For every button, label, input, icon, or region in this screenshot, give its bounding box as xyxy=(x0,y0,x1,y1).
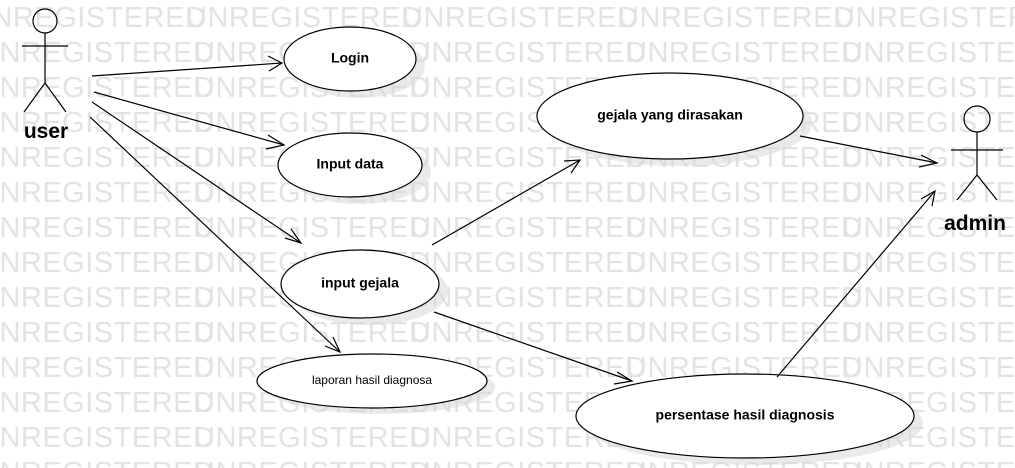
assoc-gejala-to-dirasakan xyxy=(431,159,581,246)
actor-admin-label: admin xyxy=(944,212,1006,235)
watermark-text: UNREGISTERED xyxy=(842,142,1015,174)
use-case-persentase-hasil-diagnosis[interactable]: persentase hasil diagnosis xyxy=(575,373,923,465)
watermark-text: UNREGISTERED xyxy=(194,107,430,139)
stick-figure-icon xyxy=(951,105,1003,201)
use-case-laporan-hasil-diagnosa[interactable]: laporan hasil diagnosa xyxy=(256,353,495,414)
watermark-text: UNREGISTERED xyxy=(0,37,214,69)
assoc-user-login xyxy=(91,62,283,77)
actor-admin[interactable]: admin xyxy=(944,105,1006,235)
stick-figure-icon xyxy=(22,8,68,113)
assoc-user-input-gejala xyxy=(91,101,302,244)
watermark-text: UNREGISTERED xyxy=(626,37,862,69)
watermark-text: UNREGISTERED xyxy=(410,177,646,209)
watermark-text: UNREGISTERED xyxy=(842,247,1015,279)
arrowhead-laporan xyxy=(324,336,342,354)
use-case-gejala-dirasakan-label: gejala yang dirasakan xyxy=(597,107,743,123)
watermark-text: UNREGISTERED xyxy=(410,317,646,349)
watermark-text: UNREGISTERED xyxy=(842,457,1015,468)
watermark-text: UNREGISTERED xyxy=(0,282,214,314)
watermark-text: UNREGISTERED xyxy=(0,352,214,384)
watermark-text: UNREGISTERED xyxy=(0,177,214,209)
arrowhead-persentase xyxy=(613,371,634,385)
watermark-text: UNREGISTERED xyxy=(410,457,646,468)
watermark-text: UNREGISTERED xyxy=(410,282,646,314)
watermark-text: UNREGISTERED xyxy=(194,457,430,468)
watermark-text: UNREGISTERED xyxy=(842,212,1015,244)
use-case-laporan-label: laporan hasil diagnosa xyxy=(312,373,432,387)
watermark-text: UNREGISTERED xyxy=(410,37,646,69)
watermark-text: UNREGISTERED xyxy=(0,387,214,419)
watermark-text: UNREGISTERED xyxy=(626,177,862,209)
watermark-text: UNREGISTERED xyxy=(626,247,862,279)
use-case-gejala-yang-dirasakan[interactable]: gejala yang dirasakan xyxy=(536,72,812,166)
watermark-text: UNREGISTERED xyxy=(842,37,1015,69)
watermark-text: UNREGISTERED xyxy=(0,422,214,454)
assoc-persentase-to-admin xyxy=(776,190,936,378)
associations xyxy=(89,55,939,385)
use-case-login-label: Login xyxy=(331,50,369,66)
watermark-text: UNREGISTERED xyxy=(0,2,206,34)
arrowhead-input-data xyxy=(265,134,286,150)
watermark-text: UNREGISTERED xyxy=(842,107,1015,139)
use-case-input-gejala-label: input gejala xyxy=(321,275,399,291)
watermark-text: UNREGISTERED xyxy=(0,247,214,279)
assoc-user-laporan xyxy=(89,116,341,353)
watermark-text: UNREGISTERED xyxy=(834,2,1015,34)
watermark-text: UNREGISTERED xyxy=(0,457,214,468)
assoc-dirasakan-to-admin xyxy=(799,135,938,164)
use-case-input-data[interactable]: Input data xyxy=(277,132,431,204)
watermark-text: UNREGISTERED xyxy=(194,212,430,244)
actor-user[interactable]: user xyxy=(22,8,68,143)
assoc-user-input-data xyxy=(93,91,285,146)
watermark-text: UNREGISTERED xyxy=(186,2,422,34)
arrowhead-dirasakan xyxy=(563,159,582,174)
watermark-text: UNREGISTERED xyxy=(626,282,862,314)
watermark-text: UNREGISTERED xyxy=(0,317,214,349)
watermark-text: UNREGISTERED xyxy=(842,177,1015,209)
watermark-text: UNREGISTERED xyxy=(626,317,862,349)
arrowhead-login xyxy=(267,55,284,72)
watermark-text: UNREGISTERED xyxy=(842,352,1015,384)
watermark-text: UNREGISTERED xyxy=(0,212,214,244)
watermark-text: UNREGISTERED xyxy=(842,317,1015,349)
watermark-text: UNREGISTERED xyxy=(410,247,646,279)
assoc-gejala-to-persentase xyxy=(433,311,633,382)
watermark-text: UNREGISTERED xyxy=(842,72,1015,104)
watermark-text: UNREGISTERED xyxy=(842,282,1015,314)
use-case-input-data-label: Input data xyxy=(317,156,384,172)
watermark-text: UNREGISTERED xyxy=(402,2,638,34)
arrowhead-admin-2 xyxy=(920,189,936,207)
arrowhead-admin-1 xyxy=(918,154,939,168)
actor-user-label: user xyxy=(24,120,68,143)
use-case-persentase-label: persentase hasil diagnosis xyxy=(656,407,835,423)
watermark-text: UNREGISTERED xyxy=(618,2,854,34)
watermark-text: UNREGISTERED xyxy=(0,72,214,104)
arrowhead-input-gejala xyxy=(284,228,303,245)
watermark-text: UNREGISTERED xyxy=(194,422,430,454)
watermark-text: UNREGISTERED xyxy=(0,142,214,174)
use-case-login[interactable]: Login xyxy=(283,26,425,98)
watermark-text: UNREGISTERED xyxy=(626,212,862,244)
watermark-text: UNREGISTERED xyxy=(410,212,646,244)
use-case-input-gejala[interactable]: input gejala xyxy=(280,249,448,325)
